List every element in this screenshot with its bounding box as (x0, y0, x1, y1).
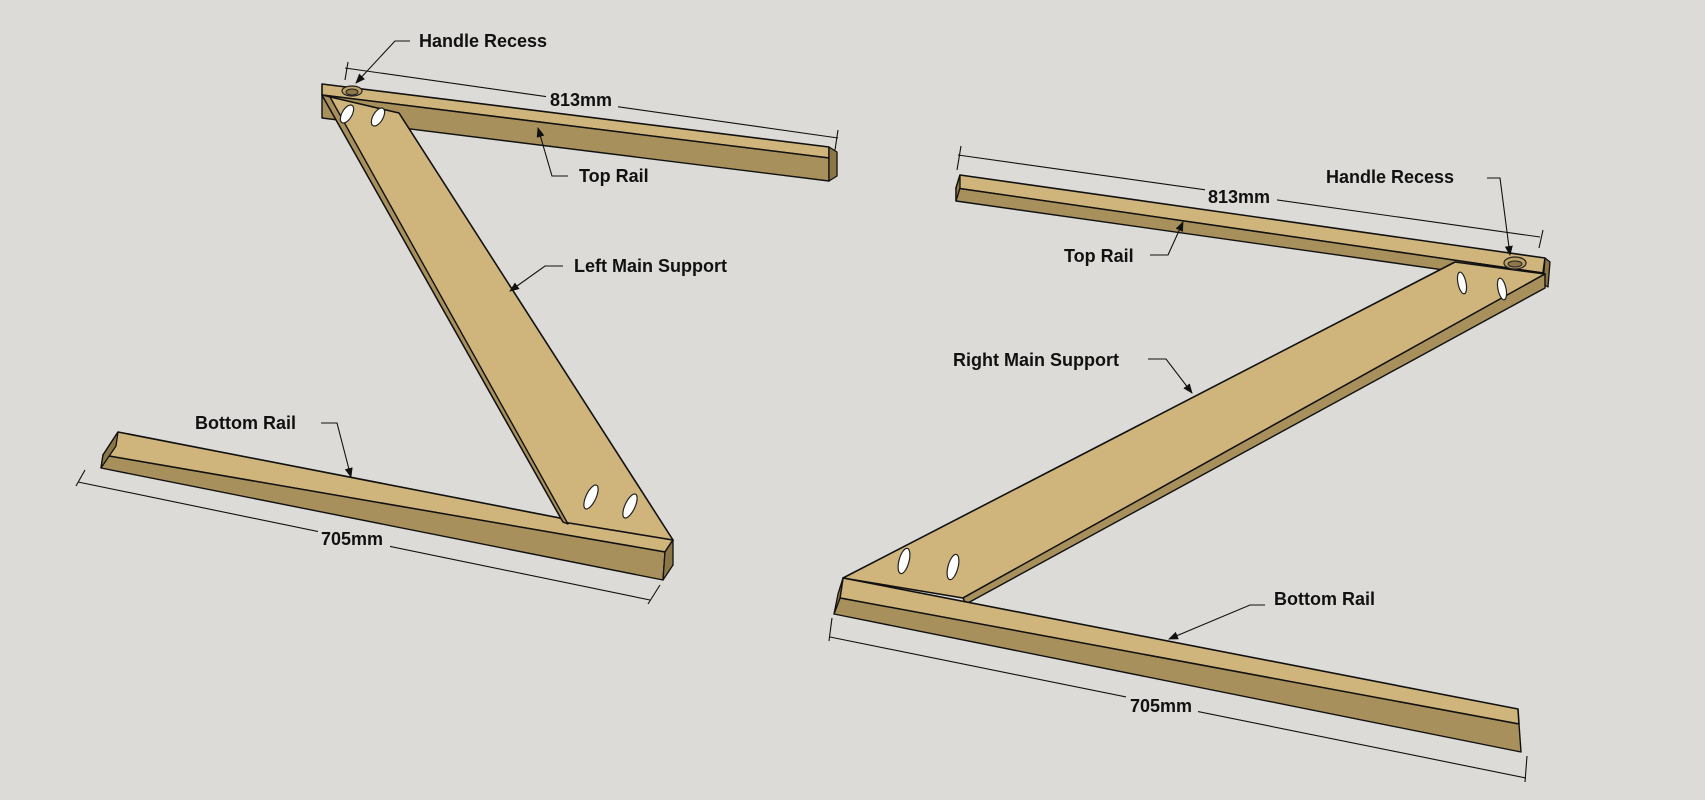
left-bottom-dimension: 705mm (75, 469, 661, 605)
left-assembly: 813mm 705mm Handle Recess Top Rail Left … (75, 31, 839, 605)
right-top-hole-2 (1496, 277, 1508, 301)
right-bottom-dim-label: 705mm (1130, 696, 1192, 716)
left-bottom-rail-label: Bottom Rail (195, 413, 296, 433)
right-top-dim-label: 813mm (1208, 187, 1270, 207)
left-handle-recess-label: Handle Recess (419, 31, 547, 51)
left-bottom-dim-label: 705mm (321, 529, 383, 549)
left-main-support (321, 94, 674, 541)
right-main-support-label: Right Main Support (953, 350, 1119, 370)
right-top-rail-label: Top Rail (1064, 246, 1134, 266)
left-bottom-hole-2 (622, 493, 638, 519)
right-bottom-hole-1 (897, 547, 911, 575)
left-main-support-label: Left Main Support (574, 256, 727, 276)
right-assembly: 813mm 705mm Handle Recess Top Rail Right… (828, 145, 1551, 783)
left-top-dim-label: 813mm (550, 90, 612, 110)
right-bottom-rail (833, 577, 1522, 753)
right-bottom-dimension: 705mm (828, 617, 1528, 783)
right-top-dimension: 813mm (956, 145, 1544, 249)
left-top-hole-2 (370, 107, 386, 127)
left-top-hole-1 (339, 104, 355, 124)
right-handle-recess-label: Handle Recess (1326, 167, 1454, 187)
left-top-dimension: 813mm (344, 61, 839, 151)
right-bottom-hole-2 (946, 553, 960, 581)
right-bottom-rail-label: Bottom Rail (1274, 589, 1375, 609)
right-main-support (842, 261, 1546, 605)
right-top-hole-1 (1456, 271, 1468, 295)
left-bottom-hole-1 (583, 484, 599, 510)
left-bottom-rail (100, 431, 674, 581)
left-top-rail-label: Top Rail (579, 166, 649, 186)
left-top-rail (321, 83, 838, 182)
